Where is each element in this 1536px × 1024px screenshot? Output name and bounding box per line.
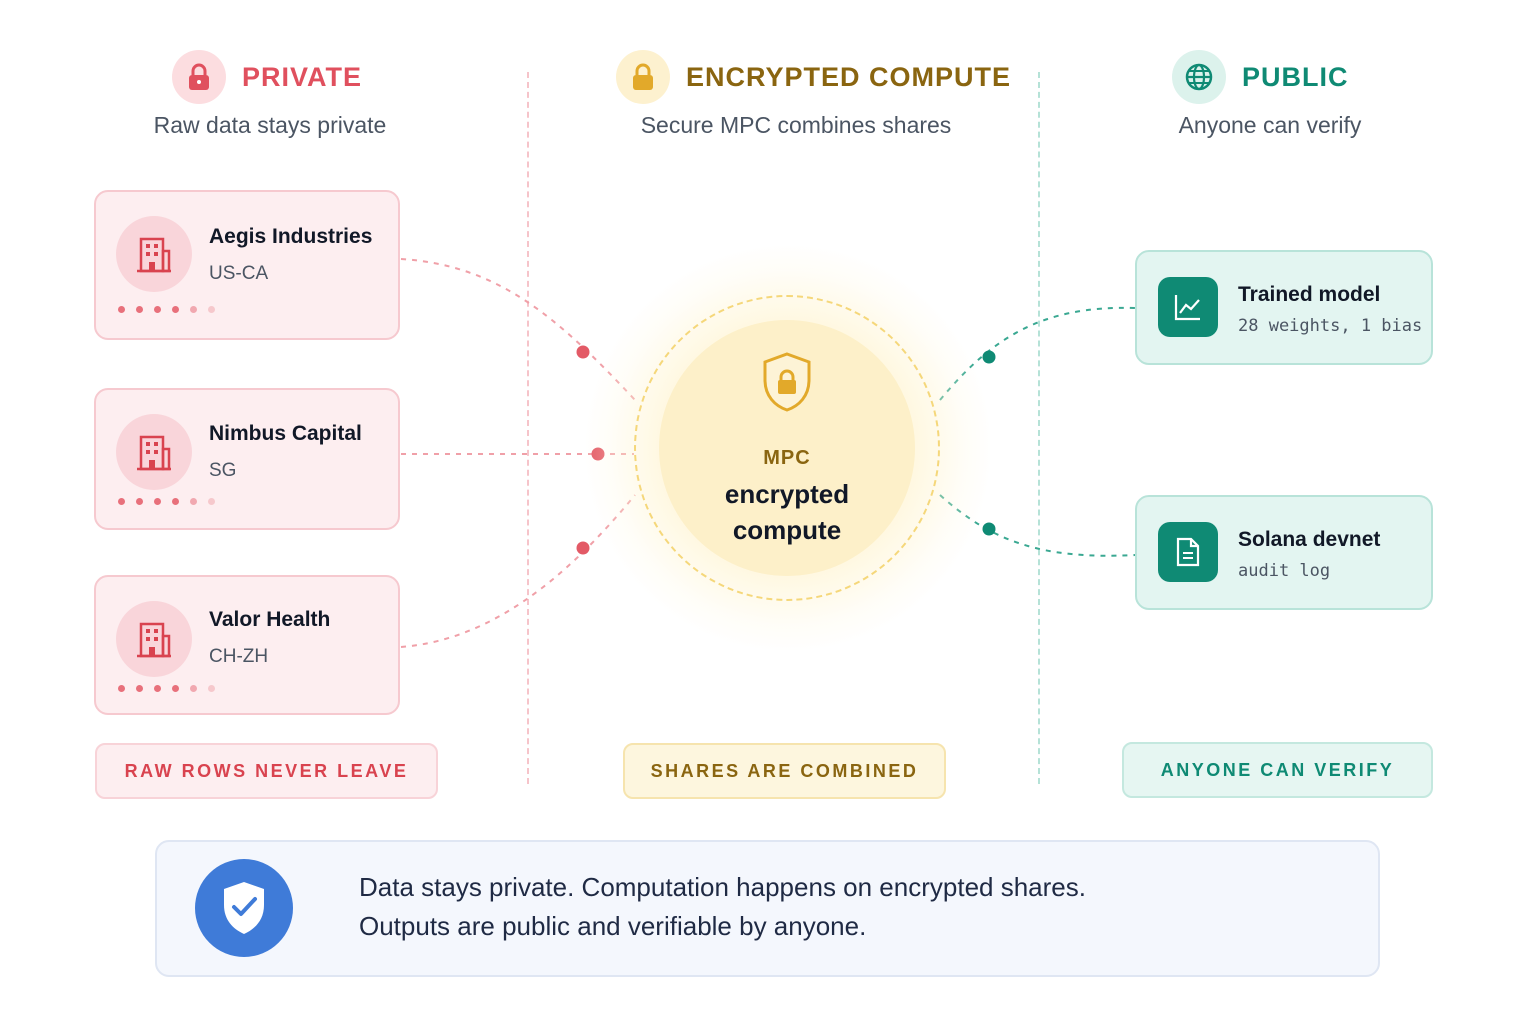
org-region: US-CA [209, 263, 269, 284]
mpc-line2: compute [732, 515, 842, 545]
public-title: PUBLIC [1242, 61, 1349, 92]
building-icon [116, 601, 192, 677]
building-icon [116, 216, 192, 292]
private-title: PRIVATE [242, 61, 363, 92]
output-detail: audit log [1238, 561, 1331, 581]
org-name: Aegis Industries [209, 225, 373, 248]
org-card-aegis: Aegis Industries US-CA [94, 190, 400, 340]
public-column-header: PUBLIC [1172, 50, 1349, 104]
org-region: CH-ZH [209, 646, 269, 667]
building-icon [116, 414, 192, 490]
org-card-valor: Valor Health CH-ZH [94, 575, 400, 715]
mpc-ring [634, 295, 940, 601]
document-icon [1158, 522, 1218, 582]
divider-private-compute [527, 72, 529, 784]
private-pill: RAW ROWS NEVER LEAVE [95, 743, 438, 799]
org-name: Valor Health [209, 608, 331, 631]
connector-aegis [400, 258, 636, 401]
output-card-solana: Solana devnet audit log [1135, 495, 1433, 610]
mpc-line1: encrypted [724, 479, 850, 509]
org-card-nimbus: Nimbus Capital SG [94, 388, 400, 530]
compute-column-header: ENCRYPTED COMPUTE [616, 50, 1011, 104]
output-card-model: Trained model 28 weights, 1 bias [1135, 250, 1433, 365]
compute-title: ENCRYPTED COMPUTE [686, 61, 1012, 92]
compute-subtitle: Secure MPC combines shares [640, 112, 952, 138]
chart-icon [1158, 277, 1218, 337]
connector-dot [982, 522, 996, 536]
divider-compute-public [1038, 72, 1040, 784]
output-name: Trained model [1238, 283, 1381, 306]
connector-dot [576, 541, 590, 555]
data-dots [118, 685, 215, 692]
mpc-small-label: MPC [763, 447, 811, 469]
connector-dot [982, 350, 996, 364]
lock-icon [172, 50, 226, 104]
summary-banner: Data stays private. Computation happens … [155, 840, 1380, 977]
connector-model [939, 306, 1136, 401]
shield-check-icon [195, 859, 293, 957]
banner-line2: Outputs are public and verifiable by any… [359, 911, 867, 941]
public-pill: ANYONE CAN VERIFY [1122, 742, 1433, 798]
data-dots [118, 306, 215, 313]
output-name: Solana devnet [1238, 528, 1381, 551]
output-detail: 28 weights, 1 bias [1238, 316, 1423, 336]
shield-lock-icon [759, 350, 815, 419]
connector-dot [576, 345, 590, 359]
org-region: SG [209, 460, 237, 481]
public-subtitle: Anyone can verify [1178, 112, 1362, 138]
compute-pill: SHARES ARE COMBINED [623, 743, 946, 799]
private-subtitle: Raw data stays private [153, 112, 387, 138]
private-column-header: PRIVATE [172, 50, 362, 104]
banner-line1: Data stays private. Computation happens … [359, 872, 1086, 902]
lock-icon [616, 50, 670, 104]
globe-icon [1172, 50, 1226, 104]
data-dots [118, 498, 215, 505]
org-name: Nimbus Capital [209, 422, 362, 445]
